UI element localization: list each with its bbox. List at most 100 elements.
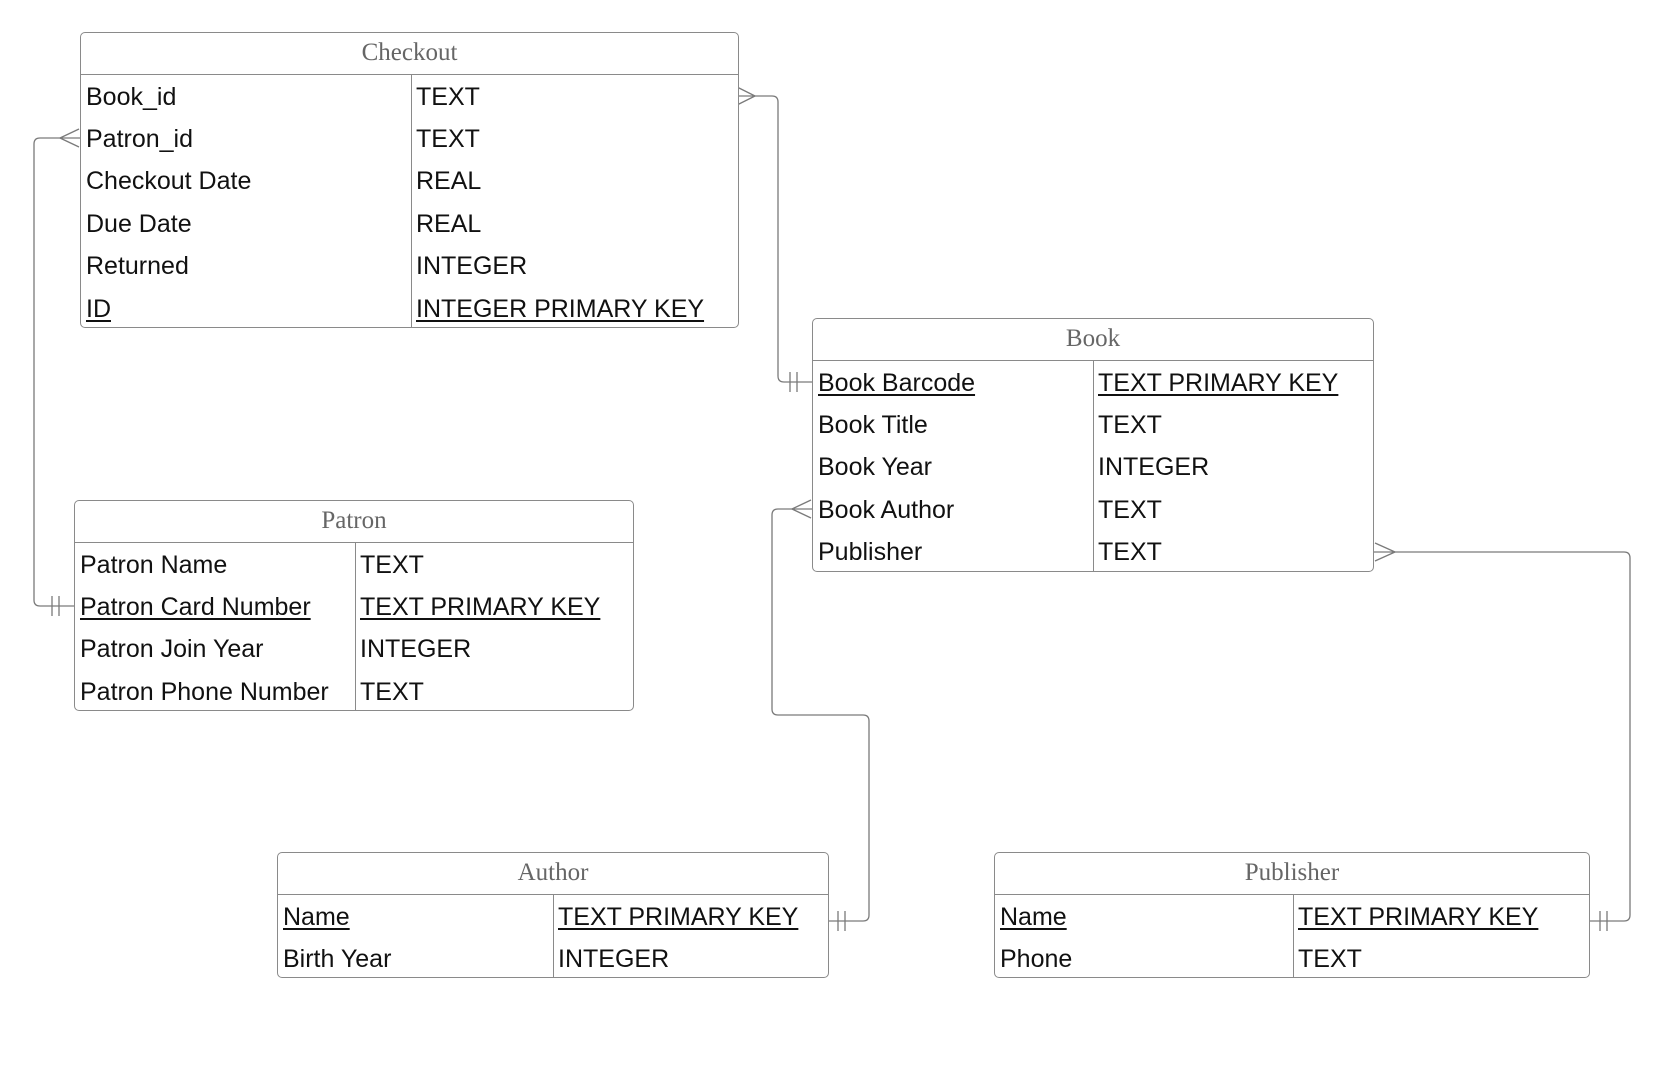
field-name-text: Book Barcode (818, 368, 976, 397)
field-type-text: TEXT (360, 550, 424, 579)
field-type: TEXT (411, 83, 738, 112)
crows-foot-many-icon (1374, 542, 1396, 562)
one-bar-icon (837, 911, 846, 931)
connector-checkout-patron (33, 128, 80, 616)
field-row[interactable]: Book_id TEXT (81, 76, 738, 118)
field-name: Returned (81, 252, 411, 281)
field-name: ID (81, 295, 411, 324)
field-row[interactable]: Returned INTEGER (81, 246, 738, 288)
crows-foot-many-icon (791, 499, 812, 519)
column-divider (411, 75, 412, 327)
field-name-text: Phone (1000, 945, 1073, 974)
column-divider (1293, 895, 1294, 977)
field-type: TEXT (1093, 411, 1373, 440)
field-name: Phone (995, 945, 1293, 974)
field-type: INTEGER (1093, 453, 1373, 482)
field-row[interactable]: Patron Join Year INTEGER (75, 629, 633, 671)
entity-title: Publisher (995, 853, 1589, 895)
connector-checkout-book (736, 86, 812, 392)
field-type: TEXT PRIMARY KEY (1093, 369, 1373, 398)
primary-key-row[interactable]: Name TEXT PRIMARY KEY (995, 896, 1589, 938)
connector-book-publisher (1374, 542, 1631, 931)
field-type: TEXT (355, 551, 633, 580)
field-type-text: INTEGER (1098, 453, 1210, 482)
field-row[interactable]: Birth Year INTEGER (278, 938, 828, 977)
one-bar-icon (51, 596, 60, 616)
field-type-text: TEXT PRIMARY KEY (1098, 368, 1339, 397)
publisher-table[interactable]: Publisher Name TEXT PRIMARY KEY Phone TEXT (994, 852, 1590, 978)
field-name-text: Name (1000, 902, 1067, 931)
column-divider (355, 543, 356, 710)
field-name: Book Title (813, 411, 1093, 440)
field-type: TEXT (1093, 496, 1373, 525)
field-name: Book_id (81, 83, 411, 112)
field-type-text: INTEGER (558, 945, 670, 974)
field-type-text: TEXT PRIMARY KEY (1298, 902, 1539, 931)
field-name-text: Patron Card Number (80, 593, 311, 622)
primary-key-row[interactable]: Patron Card Number TEXT PRIMARY KEY (75, 586, 633, 628)
field-row[interactable]: Checkout Date REAL (81, 161, 738, 203)
field-type: TEXT (411, 125, 738, 154)
column-divider (553, 895, 554, 977)
field-name-text: Checkout Date (86, 167, 252, 196)
field-row[interactable]: Phone TEXT (995, 938, 1589, 977)
field-name-text: Patron_id (86, 125, 194, 154)
field-row[interactable]: Book Year INTEGER (813, 447, 1373, 489)
field-type-text: TEXT (360, 677, 424, 706)
field-name-text: Patron Join Year (80, 635, 264, 664)
field-type: INTEGER (553, 945, 828, 974)
field-type-text: TEXT PRIMARY KEY (558, 902, 799, 931)
field-name-text: Book_id (86, 82, 177, 111)
entity-fields: Name TEXT PRIMARY KEY Phone TEXT (995, 895, 1589, 977)
field-name: Patron Join Year (75, 635, 355, 664)
field-type-text: INTEGER PRIMARY KEY (416, 294, 705, 323)
field-type: INTEGER PRIMARY KEY (411, 295, 738, 324)
field-name-text: Book Year (818, 453, 932, 482)
crows-foot-many-icon (59, 128, 80, 148)
field-type: REAL (411, 210, 738, 239)
field-name-text: Patron Phone Number (80, 677, 329, 706)
field-name: Patron_id (81, 125, 411, 154)
field-name: Patron Name (75, 551, 355, 580)
field-name-text: Due Date (86, 209, 192, 238)
field-type-text: INTEGER (360, 635, 472, 664)
one-bar-icon (789, 372, 798, 392)
field-type: TEXT PRIMARY KEY (1293, 903, 1589, 932)
field-name-text: Returned (86, 252, 189, 281)
entity-title: Checkout (81, 33, 738, 75)
field-name: Patron Phone Number (75, 678, 355, 707)
field-row[interactable]: Patron_id TEXT (81, 118, 738, 160)
field-row[interactable]: Due Date REAL (81, 203, 738, 245)
field-type-text: REAL (416, 167, 482, 196)
field-type-text: TEXT (1298, 945, 1362, 974)
field-type: TEXT PRIMARY KEY (355, 593, 633, 622)
field-row[interactable]: Patron Phone Number TEXT (75, 671, 633, 710)
field-name: Birth Year (278, 945, 553, 974)
field-name: Checkout Date (81, 167, 411, 196)
field-type: INTEGER (355, 635, 633, 664)
entity-title: Author (278, 853, 828, 895)
primary-key-row[interactable]: Book Barcode TEXT PRIMARY KEY (813, 362, 1373, 404)
field-type-text: INTEGER (416, 252, 528, 281)
connector-book-author (771, 499, 870, 931)
field-type-text: TEXT (416, 125, 480, 154)
field-name: Name (995, 903, 1293, 932)
field-type: TEXT PRIMARY KEY (553, 903, 828, 932)
entity-title: Patron (75, 501, 633, 543)
field-name-text: Birth Year (283, 945, 392, 974)
